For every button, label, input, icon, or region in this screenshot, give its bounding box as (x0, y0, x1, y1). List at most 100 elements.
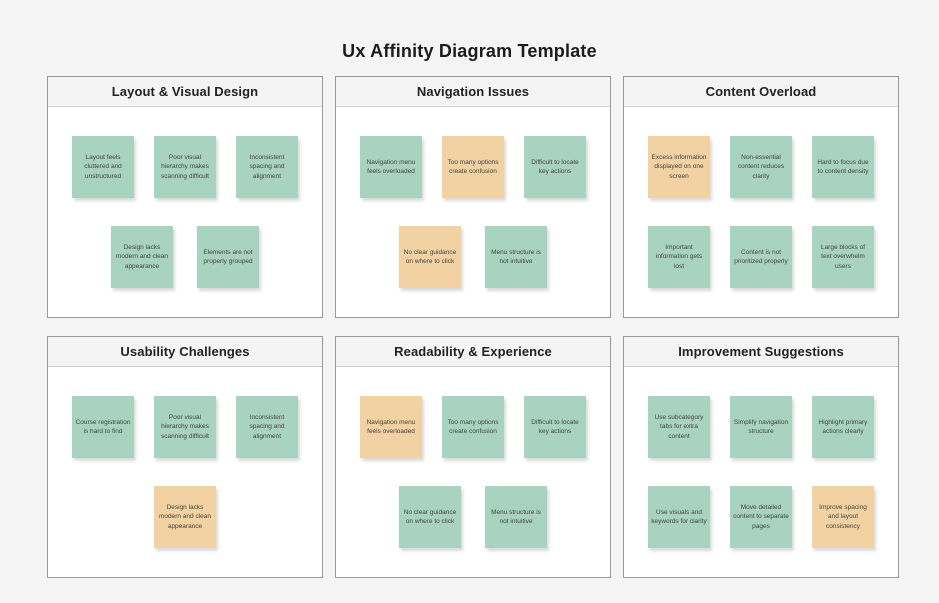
sticky-note[interactable]: No clear guidance on where to click (399, 226, 461, 288)
sticky-note[interactable]: Inconsistent spacing and alignment (236, 396, 298, 458)
sticky-note-text: Difficult to locate key actions (531, 418, 579, 435)
sticky-note[interactable]: Poor visual hierarchy makes scanning dif… (154, 136, 216, 198)
panel-title: Improvement Suggestions (678, 344, 844, 359)
sticky-note[interactable]: Hard to focus due to content density (812, 136, 874, 198)
sticky-note-text: Content is not prioritized properly (734, 248, 788, 265)
sticky-note-text: Difficult to locate key actions (531, 158, 579, 175)
panel-body: Use subcategory tabs for extra content Si… (624, 367, 898, 577)
note-row: Course registration is hard to find Poor … (48, 396, 322, 458)
sticky-note-text: Poor visual hierarchy makes scanning dif… (161, 153, 209, 180)
sticky-note[interactable]: Too many options create confusion (442, 136, 504, 198)
note-row: Design lacks modern and clean appearance… (48, 226, 322, 288)
sticky-note-text: No clear guidance on where to click (403, 248, 457, 265)
sticky-note[interactable]: Difficult to locate key actions (524, 396, 586, 458)
panel-body: Course registration is hard to find Poor … (48, 367, 322, 577)
sticky-note-text: Course registration is hard to find (75, 418, 131, 435)
sticky-note[interactable]: Excess information displayed on one scre… (648, 136, 710, 198)
sticky-note-text: Inconsistent spacing and alignment (249, 153, 285, 180)
note-row: Layout feels cluttered and unstructured P… (48, 136, 322, 198)
sticky-note-text: Layout feels cluttered and unstructured (84, 153, 122, 180)
sticky-note[interactable]: Layout feels cluttered and unstructured (72, 136, 134, 198)
sticky-note-text: Use visuals and keywords for clarity (651, 508, 707, 525)
sticky-note-text: No clear guidance on where to click (403, 508, 457, 525)
sticky-note[interactable]: Menu structure is not intuitive (485, 226, 547, 288)
sticky-note[interactable]: Navigation menu feels overloaded (360, 136, 422, 198)
sticky-note-text: Use subcategory tabs for extra content (654, 413, 704, 440)
note-row: Use subcategory tabs for extra content Si… (624, 396, 898, 458)
sticky-note[interactable]: Improve spacing and layout consistency (812, 486, 874, 548)
sticky-note-text: Menu structure is not intuitive (491, 248, 541, 265)
note-row: Navigation menu feels overloaded Too many… (336, 396, 610, 458)
panel-body: Navigation menu feels overloaded Too many… (336, 107, 610, 317)
sticky-note[interactable]: Move detailed content to separate pages (730, 486, 792, 548)
sticky-note[interactable]: Design lacks modern and clean appearance (111, 226, 173, 288)
panel-header: Improvement Suggestions (624, 337, 898, 367)
sticky-note-text: Hard to focus due to content density (817, 158, 869, 175)
panel-title: Layout & Visual Design (111, 84, 259, 99)
note-row: No clear guidance on where to click Menu … (336, 486, 610, 548)
sticky-note[interactable]: No clear guidance on where to click (399, 486, 461, 548)
sticky-note-text: Simplify navigation structure (733, 418, 789, 435)
note-row: Important information gets lost Content i… (624, 226, 898, 288)
sticky-note-text: Inconsistent spacing and alignment (249, 413, 285, 440)
panel-header: Content Overload (624, 77, 898, 107)
sticky-note-text: Menu structure is not intuitive (491, 508, 541, 525)
panel-header: Readability & Experience (336, 337, 610, 367)
sticky-note[interactable]: Design lacks modern and clean appearance (154, 486, 216, 548)
sticky-note-text: Too many options create confusion (447, 418, 499, 435)
panel-title: Usability Challenges (120, 344, 250, 359)
note-row: Design lacks modern and clean appearance (48, 486, 322, 548)
sticky-note[interactable]: Navigation menu feels overloaded (360, 396, 422, 458)
panel-header: Navigation Issues (336, 77, 610, 107)
sticky-note[interactable]: Large blocks of text overwhelm users (812, 226, 874, 288)
panel-body: Navigation menu feels overloaded Too many… (336, 367, 610, 577)
sticky-note[interactable]: Inconsistent spacing and alignment (236, 136, 298, 198)
note-row: Use visuals and keywords for clarity Move… (624, 486, 898, 548)
sticky-note[interactable]: Use visuals and keywords for clarity (648, 486, 710, 548)
sticky-note-text: Excess information displayed on one scre… (651, 153, 707, 180)
sticky-note-text: Design lacks modern and clean appearance (158, 503, 212, 530)
sticky-note[interactable]: Highlight primary actions clearly (812, 396, 874, 458)
sticky-note[interactable]: Poor visual hierarchy makes scanning dif… (154, 396, 216, 458)
sticky-note-text: Large blocks of text overwhelm users (820, 243, 866, 270)
sticky-note-text: Non-essential content reduces clarity (737, 153, 785, 180)
sticky-note[interactable]: Use subcategory tabs for extra content (648, 396, 710, 458)
sticky-note[interactable]: Simplify navigation structure (730, 396, 792, 458)
sticky-note[interactable]: Important information gets lost (648, 226, 710, 288)
sticky-note-text: Navigation menu feels overloaded (366, 418, 416, 435)
sticky-note-text: Highlight primary actions clearly (818, 418, 868, 435)
panel-header: Layout & Visual Design (48, 77, 322, 107)
sticky-note[interactable]: Elements are not properly grouped (197, 226, 259, 288)
sticky-note[interactable]: Content is not prioritized properly (730, 226, 792, 288)
panel-title: Readability & Experience (394, 344, 552, 359)
sticky-note-text: Poor visual hierarchy makes scanning dif… (161, 413, 209, 440)
sticky-note-text: Elements are not properly grouped (203, 248, 253, 265)
page-title: Ux Affinity Diagram Template (342, 41, 597, 62)
sticky-note[interactable]: Course registration is hard to find (72, 396, 134, 458)
panel-body: Layout feels cluttered and unstructured P… (48, 107, 322, 317)
note-row: No clear guidance on where to click Menu … (336, 226, 610, 288)
sticky-note[interactable]: Non-essential content reduces clarity (730, 136, 792, 198)
sticky-note[interactable]: Menu structure is not intuitive (485, 486, 547, 548)
panel-title: Content Overload (705, 84, 817, 99)
panel-body: Excess information displayed on one scre… (624, 107, 898, 317)
sticky-note-text: Improve spacing and layout consistency (819, 503, 867, 530)
sticky-note-text: Navigation menu feels overloaded (366, 158, 416, 175)
note-row: Excess information displayed on one scre… (624, 136, 898, 198)
sticky-note-text: Important information gets lost (655, 243, 703, 270)
sticky-note-text: Move detailed content to separate pages (733, 503, 789, 530)
note-row: Navigation menu feels overloaded Too many… (336, 136, 610, 198)
sticky-note-text: Design lacks modern and clean appearance (115, 243, 169, 270)
sticky-note-text: Too many options create confusion (447, 158, 499, 175)
panel-title: Navigation Issues (416, 84, 530, 99)
sticky-note[interactable]: Too many options create confusion (442, 396, 504, 458)
panel-header: Usability Challenges (48, 337, 322, 367)
sticky-note[interactable]: Difficult to locate key actions (524, 136, 586, 198)
